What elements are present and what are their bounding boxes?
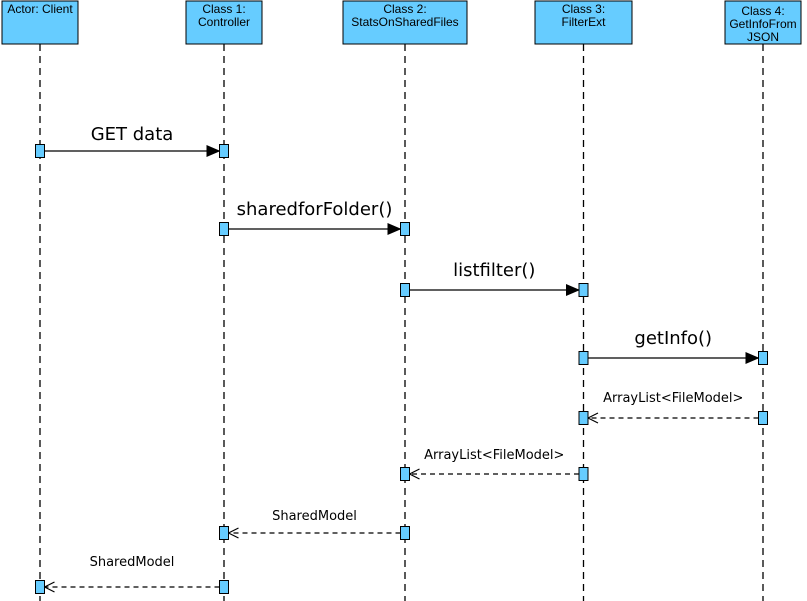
participant-label-stats: StatsOnSharedFiles	[351, 15, 458, 29]
activation-box-controller	[219, 144, 229, 158]
participant-controller: Class 1:Controller	[185, 0, 263, 45]
participant-label-filter: Class 3:	[562, 2, 605, 16]
message-label-6: ArrayList<FileModel>	[424, 448, 564, 463]
participant-label-client: Actor: Client	[7, 2, 73, 16]
participant-label-stats: Class 2:	[383, 2, 426, 16]
activation-box-filter	[578, 411, 589, 425]
participant-label-getinfo: GetInfoFrom	[729, 17, 796, 31]
activation-box-filter	[578, 283, 589, 297]
participant-label-filter: FilterExt	[561, 15, 606, 29]
activation-box-stats	[400, 222, 410, 236]
message-label-5: ArrayList<FileModel>	[603, 391, 743, 406]
participant-client: Actor: Client	[1, 0, 79, 45]
activation-box-stats	[400, 526, 410, 540]
participant-filter: Class 3:FilterExt	[534, 0, 633, 45]
participant-box-client	[1, 0, 79, 45]
activation-box-getinfo	[758, 351, 768, 365]
activation-box-stats	[400, 283, 410, 297]
activation-box-getinfo	[758, 411, 768, 425]
participant-box-stats	[342, 0, 468, 45]
participant-stats: Class 2:StatsOnSharedFiles	[342, 0, 468, 45]
participant-label-controller: Controller	[198, 15, 250, 29]
activation-box-controller	[219, 580, 229, 594]
participant-label-controller: Class 1:	[202, 2, 245, 16]
message-label-1: GET data	[91, 124, 174, 145]
message-label-4: getInfo()	[634, 328, 712, 349]
activation-box-controller	[219, 526, 229, 540]
message-label-3: listfilter()	[453, 260, 535, 281]
participant-box-filter	[534, 0, 633, 45]
message-label-8: SharedModel	[90, 555, 175, 570]
activation-box-client	[35, 144, 45, 158]
activation-box-filter	[578, 351, 589, 365]
activation-box-controller	[219, 222, 229, 236]
activation-box-filter	[578, 467, 589, 481]
participant-box-getinfo	[724, 0, 802, 45]
activation-box-client	[35, 580, 45, 594]
participant-label-getinfo: Class 4:	[741, 4, 784, 18]
message-label-7: SharedModel	[272, 509, 357, 524]
activation-box-stats	[400, 467, 410, 481]
message-label-2: sharedforFolder()	[237, 199, 393, 220]
participant-box-controller	[185, 0, 263, 45]
participant-label-getinfo: JSON	[747, 30, 779, 44]
